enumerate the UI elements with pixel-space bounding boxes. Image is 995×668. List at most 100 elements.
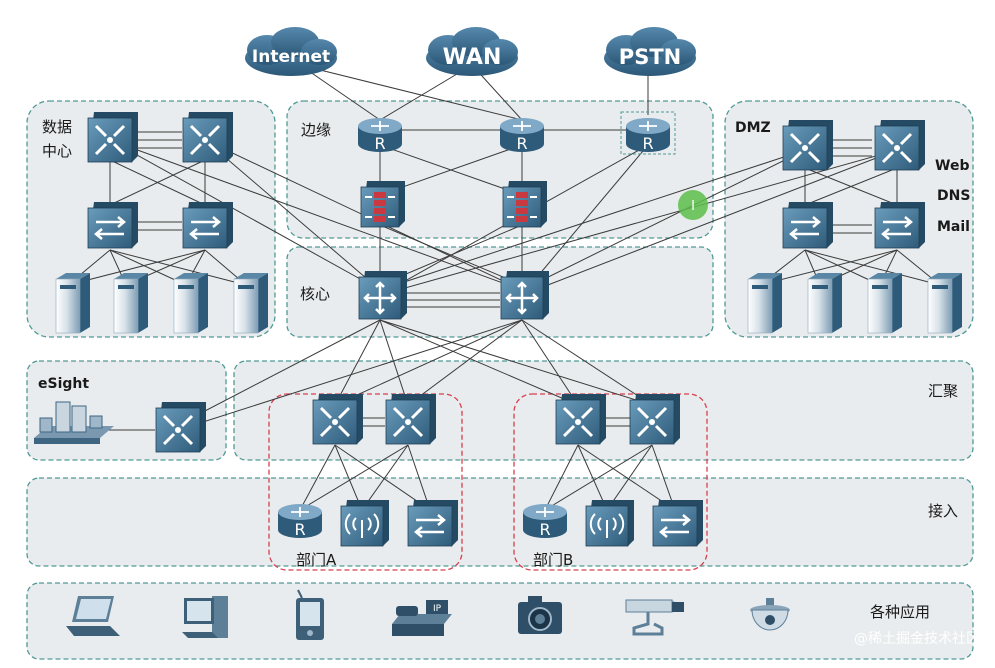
zone-label-esight: eSight	[38, 376, 89, 392]
datacenter-core-switch-2	[182, 112, 233, 163]
watermark: @稀土掘金技术社区	[854, 631, 980, 647]
access-wireless-ap-a	[340, 500, 389, 547]
core-router-1	[358, 271, 407, 320]
aggregation-switch-b2	[629, 394, 680, 445]
cloud-wan: WAN	[426, 27, 518, 76]
router-arrows-icon	[639, 121, 657, 131]
edge-firewall-2	[502, 181, 547, 228]
core-switch-arrows-icon	[94, 124, 126, 156]
access-wireless-ap-b	[585, 500, 634, 547]
dmz-access-switch-2	[874, 202, 925, 249]
zone-label-access: 接入	[928, 502, 958, 520]
management-server-icon	[39, 401, 103, 433]
cursor-highlight: I	[678, 190, 708, 220]
department-b-label: 部门B	[533, 551, 573, 569]
zone-access	[26, 477, 974, 567]
router-glyph: R	[539, 520, 550, 539]
dmz-server-2	[807, 273, 842, 334]
cloud-label: Internet	[252, 47, 330, 67]
pda-device-icon	[296, 589, 324, 640]
edge-router-1: R	[358, 118, 402, 153]
access-router-b: R	[523, 504, 567, 539]
core-router-cross-arrows-icon	[505, 281, 539, 315]
zone-label-dmz: DMZ	[735, 120, 771, 136]
dmz-core-switch-2	[874, 120, 925, 171]
core-router-2	[500, 271, 549, 320]
cloud-icon	[245, 27, 337, 76]
dome-camera-icon	[750, 598, 790, 631]
router-arrows-icon	[513, 121, 531, 131]
core-switch-arrows-icon	[189, 124, 221, 156]
router-glyph: R	[374, 134, 385, 153]
zones	[26, 100, 974, 660]
router-glyph: R	[642, 134, 653, 153]
access-switch-a	[407, 500, 458, 547]
datacenter-access-switch-1	[87, 202, 138, 249]
core-switch-arrows-icon	[562, 406, 594, 438]
firewall-bricks-icon	[374, 192, 386, 222]
zone-apps	[26, 582, 974, 660]
dmz-service-web: Web	[935, 158, 969, 174]
core-switch-arrows-icon	[789, 132, 821, 164]
core-switch-arrows-icon	[636, 406, 668, 438]
datacenter-access-switch-2	[182, 202, 233, 249]
datacenter-server-2	[113, 273, 148, 334]
ip-glyph: IP	[433, 604, 442, 614]
core-switch-arrows-icon	[881, 132, 913, 164]
zone-label-apps: 各种应用	[870, 603, 930, 621]
core-router-cross-arrows-icon	[363, 281, 397, 315]
dmz-service-dns: DNS	[937, 188, 970, 204]
datacenter-server-3	[173, 273, 208, 334]
cloud-internet: Internet	[245, 27, 337, 76]
aggregation-switch-b1	[555, 394, 606, 445]
wireless-ap-icon	[589, 513, 625, 538]
zone-core	[286, 246, 714, 338]
app-desktop-pc	[182, 596, 228, 638]
core-switch-arrows-icon	[162, 414, 194, 446]
firewall-bricks-icon	[516, 192, 528, 222]
cloud-label: WAN	[443, 45, 502, 70]
zone-label-edge: 边缘	[301, 121, 331, 139]
router-glyph: R	[294, 520, 305, 539]
zone-label-datacenter: 数据 中心	[42, 118, 77, 160]
desktop-computer-icon	[182, 596, 228, 638]
access-router-a: R	[278, 504, 322, 539]
switch-arrows-icon	[189, 216, 221, 240]
department-a-label: 部门A	[296, 551, 337, 569]
app-ip-phone: IP	[392, 600, 452, 636]
access-switch-b	[652, 500, 703, 547]
datacenter-server-4	[233, 273, 268, 334]
dmz-access-switch-1	[782, 202, 833, 249]
router-glyph: R	[516, 134, 527, 153]
cloud-label: PSTN	[619, 45, 681, 69]
aggregation-switch-a1	[312, 394, 363, 445]
dmz-core-switch-1	[782, 120, 833, 171]
department-b-box	[513, 393, 708, 571]
svg-text:I: I	[691, 199, 695, 214]
ip-phone-icon	[392, 600, 452, 636]
core-switch-arrows-icon	[319, 406, 351, 438]
app-dome-camera	[750, 598, 790, 631]
switch-arrows-icon	[659, 514, 691, 538]
core-switch-arrows-icon	[392, 406, 424, 438]
switch-arrows-icon	[881, 216, 913, 240]
dmz-server-3	[867, 273, 902, 334]
dmz-service-mail: Mail	[937, 219, 970, 235]
switch-arrows-icon	[94, 216, 126, 240]
edge-router-2: R	[500, 118, 544, 153]
app-surveillance-camera	[625, 599, 684, 636]
dmz-server-1	[747, 273, 782, 334]
cloud-icon	[426, 27, 518, 76]
datacenter-server-1	[55, 273, 90, 334]
zone-label-datacenter-line1: 数据	[42, 118, 72, 136]
switch-arrows-icon	[414, 514, 446, 538]
switch-arrows-icon	[789, 216, 821, 240]
laptop-icon	[66, 596, 120, 636]
wireless-ap-icon	[344, 513, 380, 538]
department-a-box	[268, 393, 463, 571]
aggregation-switch-a2	[385, 394, 436, 445]
esight-management-station	[34, 401, 114, 444]
router-arrows-icon	[291, 507, 309, 517]
cloud-icon	[604, 27, 696, 76]
